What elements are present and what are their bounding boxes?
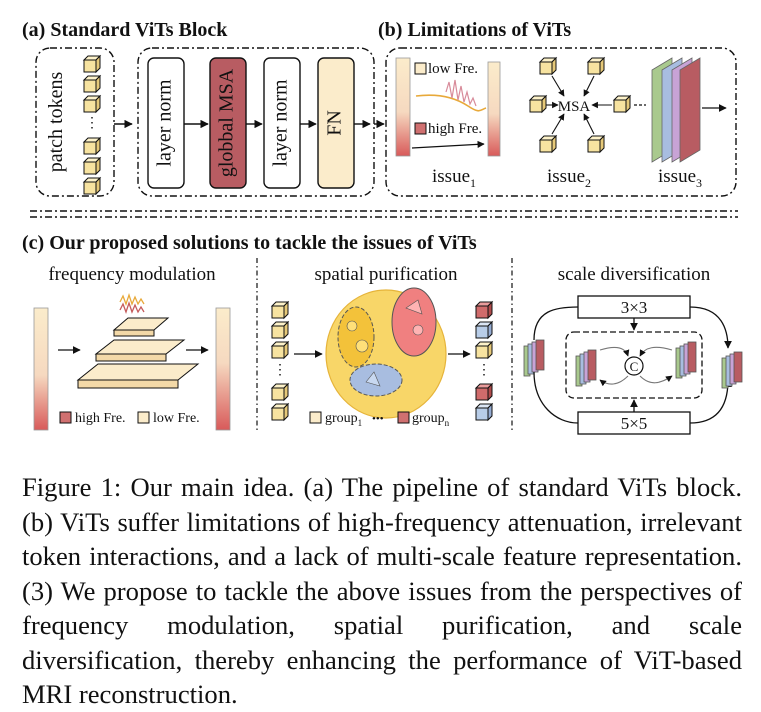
sd-branch-features-2 [675,341,697,379]
patch-tokens-label: patch tokens [45,72,67,173]
low-freq-label: low Fre. [428,61,478,77]
sd-output-features [721,351,743,389]
fn-label: FN [324,110,346,136]
high-freq-swatch [414,122,427,135]
fm-output-bar [215,307,231,431]
msa-center-label: MSA [558,99,591,115]
sd-concat-label: C [630,359,639,374]
sd-input-features [523,339,545,377]
vit-block-group [137,47,375,197]
sp-output-cubes: ⋮ [475,301,493,421]
figure-caption: Figure 1: Our main idea. (a) The pipelin… [22,472,742,709]
fm-input-bar [33,307,49,431]
fm-high-freq-label: high Fre. [75,411,126,426]
svg-text:⋮: ⋮ [85,116,99,131]
layer-norm-label-1: layer norm [154,79,176,167]
sp-input-cubes: ⋮ [271,301,289,421]
sd-kernel-small-label: 3×3 [621,298,648,317]
sp-group-yellow [337,306,375,368]
issue3-label: issue3 [658,166,702,190]
fm-wave-low [119,292,145,306]
high-freq-wave [445,79,477,107]
layer-norm-block-1 [147,57,185,189]
sp-group1-label: group1 [325,411,362,428]
sp-group-red [391,287,437,357]
fn-block [317,57,355,189]
layer-norm-block-2 [263,57,301,189]
sd-concat-node [624,356,644,376]
svg-text:⋮: ⋮ [477,363,491,378]
fm-pyramid [76,317,200,389]
sd-branch-features-1 [575,349,597,387]
sd-fusion-box [565,331,703,399]
limitations-group [385,47,737,197]
issue2-label: issue2 [547,166,591,190]
svg-text:⋮: ⋮ [273,363,287,378]
figure-diagram: (a) Standard ViTs Block patch tokens ⋮ l… [22,19,743,435]
global-msa-block [209,57,247,189]
panel-a-title: (a) Standard ViTs Block [22,19,228,41]
global-msa-label: globbal MSA [216,68,238,177]
sp-groupn-label: groupn [412,411,450,428]
patch-token-group [35,47,115,197]
patch-token-cubes: ⋮ [83,55,101,195]
issue1-output-bar [487,61,501,157]
layer-norm-label-2: layer norm [270,79,292,167]
issue3-feature-stack [651,57,701,163]
low-freq-wave [415,94,487,112]
fm-low-freq-label: low Fre. [153,411,200,426]
frequency-modulation-label: frequency modulation [48,264,216,285]
issue1-input-bar [395,57,411,157]
fm-high-freq-swatch [59,411,72,424]
panel-c-title: (c) Our proposed solutions to tackle the… [22,232,477,254]
sp-group1-swatch [309,411,322,424]
low-freq-swatch [414,62,427,75]
high-freq-label: high Fre. [428,121,482,137]
fm-wave-high [119,300,145,314]
issue1-label: issue1 [432,166,476,190]
scale-diversification-label: scale diversification [558,264,711,285]
panel-b-title: (b) Limitations of ViTs [378,19,571,41]
sd-kernel-large-label: 5×5 [621,414,648,433]
spatial-purification-label: spatial purification [315,264,458,285]
fm-low-freq-swatch [137,411,150,424]
sp-groupn-swatch [397,411,410,424]
sp-ellipsis: ••• [372,413,384,425]
